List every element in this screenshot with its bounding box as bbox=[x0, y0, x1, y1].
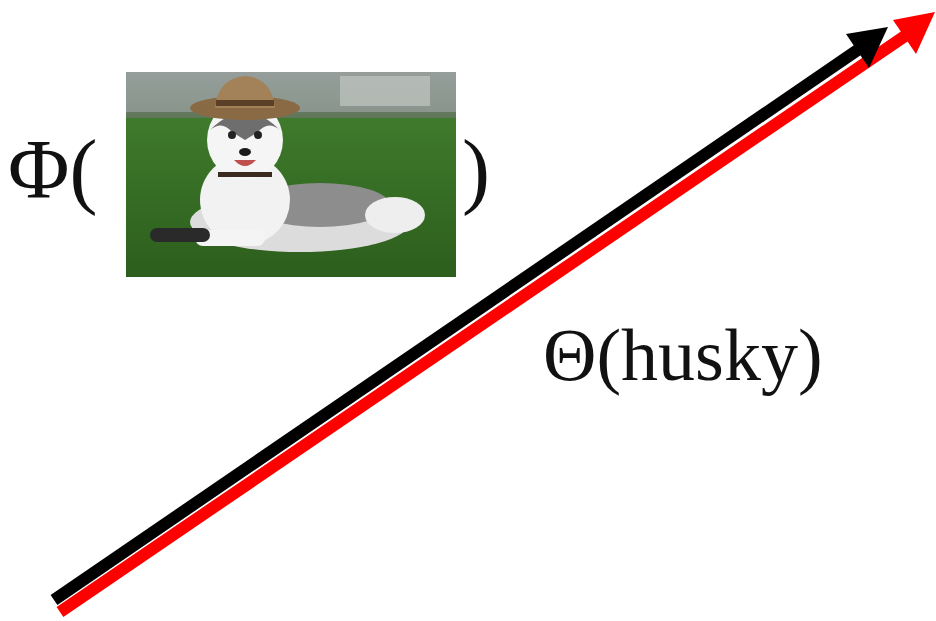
red-arrow-shaft bbox=[60, 36, 905, 612]
husky-photo bbox=[126, 72, 456, 277]
vector-arrows bbox=[54, 12, 935, 612]
red-arrowhead bbox=[893, 12, 935, 54]
black-arrow-shaft bbox=[54, 47, 862, 600]
vector-label: Θ(husky) bbox=[543, 318, 823, 392]
function-label: Φ( bbox=[8, 128, 97, 212]
black-arrowhead bbox=[846, 27, 888, 68]
function-label: ) bbox=[462, 128, 490, 212]
